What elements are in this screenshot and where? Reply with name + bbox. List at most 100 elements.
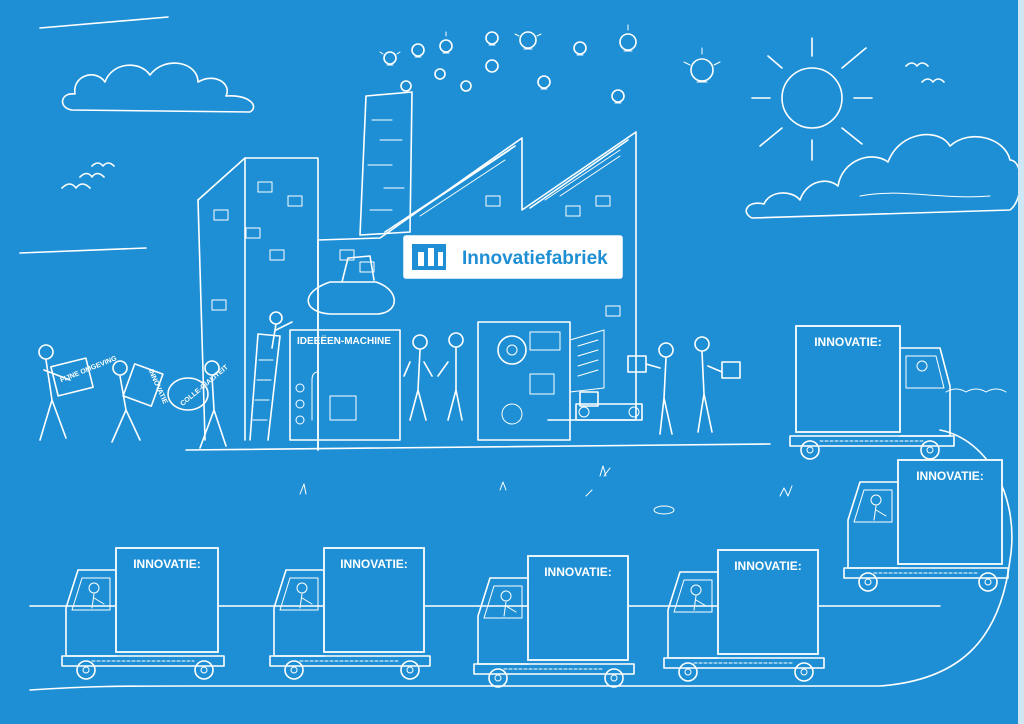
edge-strip [1018, 0, 1024, 724]
factory-sign-text: Innovatiefabriek [462, 248, 608, 269]
driver [870, 494, 882, 506]
lightbulb-icon [439, 31, 453, 54]
delivery-truck: INNOVATIE: [61, 547, 225, 680]
delivery-truck: INNOVATIE: [663, 549, 825, 682]
package-icon [627, 355, 647, 373]
bag-label: FIJNE OMGEVING [59, 355, 118, 384]
idea-machine-label: IDEEËEN-MACHINE [297, 334, 391, 347]
wheel [800, 440, 820, 460]
sun-icon [751, 37, 873, 161]
factory-sign [403, 235, 623, 279]
conveyor-belt [575, 403, 643, 421]
worker [269, 311, 293, 349]
wheel [858, 572, 878, 592]
truck-window [853, 489, 893, 523]
truck-chassis [789, 435, 955, 447]
truck-chassis [663, 657, 825, 669]
truck-cargo-box [323, 547, 425, 653]
wheel [678, 662, 698, 682]
wheel [194, 660, 214, 680]
truck-window [483, 585, 523, 619]
bag [122, 363, 164, 407]
bird-icon [905, 62, 929, 67]
package-icon [579, 391, 599, 407]
wheel [978, 572, 998, 592]
driver [916, 360, 928, 372]
truck-window [673, 579, 713, 613]
wheel [794, 662, 814, 682]
wheel [400, 660, 420, 680]
person-carrying-bag: FIJNE OMGEVING [38, 344, 118, 441]
wheel [488, 668, 508, 688]
bird-icon [921, 78, 945, 83]
truck-window [905, 355, 945, 389]
funnel [307, 281, 395, 315]
ladder [249, 333, 281, 441]
bird-icon [61, 183, 91, 189]
truck-cab [847, 481, 899, 569]
lightbulb-icon [683, 47, 721, 83]
lightbulb-icon [573, 41, 587, 56]
person-carrying-bag: INNOVATIE [111, 360, 169, 443]
wheel [920, 440, 940, 460]
wheel [76, 660, 96, 680]
lightbulb-icon [619, 24, 637, 52]
bag-label: INNOVATIE [147, 368, 169, 405]
sky-line [39, 16, 169, 29]
truck-cargo-box [897, 459, 1003, 565]
sky [19, 16, 1022, 254]
bag [50, 357, 94, 397]
worker [694, 336, 741, 433]
bird-icon [79, 172, 105, 178]
truck-label: INNOVATIE: [544, 565, 612, 579]
driver [296, 582, 308, 594]
truck-cab [65, 569, 117, 657]
lightbulb-icon [485, 31, 499, 46]
truck-cab [273, 569, 325, 657]
person-carrying-bag: COLLE-GIALITEIT [167, 360, 230, 449]
worker [437, 332, 464, 421]
truck-window [279, 577, 319, 611]
people: FIJNE OMGEVING INNOVATIE COLLE-GIALITEIT [38, 311, 741, 449]
truck-label: INNOVATIE: [814, 335, 882, 349]
chimney [359, 91, 413, 236]
lightbulb-icon [611, 89, 625, 104]
driver [88, 582, 100, 594]
lightbulbs [379, 24, 721, 104]
worker [403, 334, 433, 421]
lightbulb-icon [460, 80, 472, 92]
truck-chassis [269, 655, 431, 667]
truck-cargo-box [115, 547, 219, 653]
pebble [653, 505, 675, 515]
truck-cargo-box [795, 325, 901, 433]
driver [500, 590, 512, 602]
driver [690, 584, 702, 596]
package-icon [721, 361, 741, 379]
wheel [284, 660, 304, 680]
bag [167, 377, 209, 411]
truck-label: INNOVATIE: [734, 559, 802, 573]
truck-label: INNOVATIE: [340, 557, 408, 571]
truck-cab [477, 577, 529, 665]
truck-fleet: INNOVATIE: INNOVATIE: INNOVATIE: INNOVATIE:… [61, 325, 1009, 688]
production-machine [477, 321, 571, 441]
lightbulb-icon [537, 75, 551, 90]
lightbulb-icon [485, 59, 499, 73]
delivery-truck: INNOVATIE: [789, 325, 955, 460]
lightbulb-icon [434, 68, 446, 80]
lightbulb-icon [379, 51, 401, 66]
factory-logo-icon [412, 244, 446, 270]
truck-cargo-box [717, 549, 819, 655]
cloud-detail [859, 192, 991, 198]
cloud-icon [745, 133, 1022, 219]
horizon-line-left [19, 247, 147, 254]
lightbulb-icon [411, 43, 425, 58]
delivery-truck: INNOVATIE: [269, 547, 431, 680]
delivery-truck: INNOVATIE: [473, 555, 635, 688]
truck-chassis [473, 663, 635, 675]
ground-line [185, 443, 771, 451]
factory-building: Innovatiefabriek IDEEËEN-MACHINE [185, 91, 771, 451]
wheel [604, 668, 624, 688]
